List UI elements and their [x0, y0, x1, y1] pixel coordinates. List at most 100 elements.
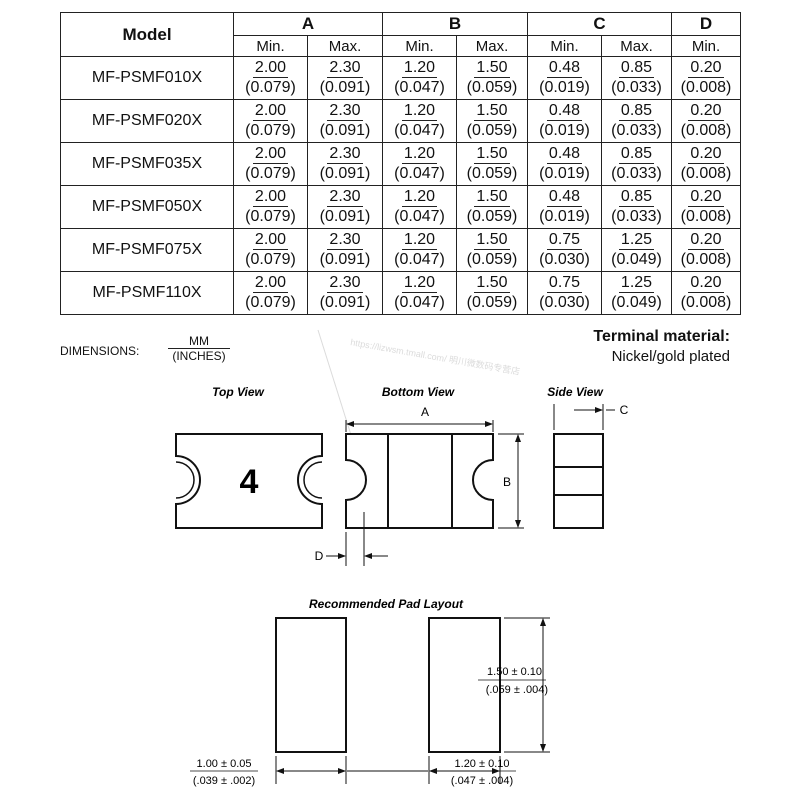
- value-inches: (0.091): [319, 79, 371, 96]
- value-mm: 0.75: [546, 231, 583, 250]
- dim-b-label: B: [503, 475, 511, 489]
- value-mm: 2.00: [252, 231, 289, 250]
- model-header: Model: [60, 12, 234, 57]
- dimension-cell: 1.25(0.049): [601, 228, 672, 272]
- value-inches: (0.059): [466, 208, 518, 225]
- value-inches: (0.047): [394, 294, 445, 311]
- value-inches: (0.033): [611, 208, 662, 225]
- dimension-cell: 1.50(0.059): [456, 56, 528, 100]
- value-inches: (0.047): [394, 79, 445, 96]
- value-mm: 1.20: [401, 59, 438, 78]
- value-inches: (0.079): [245, 208, 296, 225]
- value-mm: 0.20: [688, 102, 724, 121]
- value-inches: (0.019): [539, 208, 590, 225]
- side-view-title: Side View: [547, 385, 603, 399]
- dimension-cell: 0.20(0.008): [671, 271, 741, 315]
- dimension-cell: 0.48(0.019): [527, 56, 602, 100]
- model-name: MF-PSMF050X: [60, 185, 234, 229]
- dimension-cell: 2.30(0.091): [307, 142, 383, 186]
- dimension-cell: 0.20(0.008): [671, 142, 741, 186]
- dimension-cell: 1.20(0.047): [382, 185, 457, 229]
- pad-width-in: (.047 ± .004): [451, 775, 513, 787]
- value-mm: 1.20: [401, 274, 438, 293]
- value-mm: 2.30: [327, 274, 363, 293]
- value-inches: (0.059): [466, 122, 518, 139]
- value-mm: 0.20: [688, 274, 724, 293]
- model-name: MF-PSMF110X: [60, 271, 234, 315]
- dimension-cell: 2.00(0.079): [233, 56, 308, 100]
- value-mm: 1.25: [618, 231, 655, 250]
- value-inches: (0.008): [680, 294, 732, 311]
- dimension-cell: 2.30(0.091): [307, 271, 383, 315]
- value-inches: (0.008): [680, 165, 732, 182]
- value-inches: (0.059): [466, 79, 518, 96]
- value-inches: (0.047): [394, 122, 445, 139]
- value-inches: (0.079): [245, 251, 296, 268]
- value-mm: 1.50: [474, 145, 510, 164]
- group-c-header: C: [527, 12, 672, 36]
- value-inches: (0.019): [539, 79, 590, 96]
- value-mm: 2.00: [252, 188, 289, 207]
- value-mm: 0.48: [546, 145, 583, 164]
- value-mm: 0.75: [546, 274, 583, 293]
- dimension-cell: 2.00(0.079): [233, 142, 308, 186]
- value-inches: (0.019): [539, 122, 590, 139]
- value-inches: (0.059): [466, 165, 518, 182]
- value-mm: 1.20: [401, 231, 438, 250]
- dimension-cell: 0.85(0.033): [601, 185, 672, 229]
- dimension-cell: 0.20(0.008): [671, 56, 741, 100]
- value-mm: 0.48: [546, 188, 583, 207]
- value-inches: (0.059): [466, 294, 518, 311]
- value-inches: (0.033): [611, 79, 662, 96]
- value-mm: 2.30: [327, 145, 363, 164]
- dim-c-label: C: [620, 403, 629, 417]
- value-mm: 1.20: [401, 145, 438, 164]
- value-inches: (0.079): [245, 294, 296, 311]
- terminal-value: Nickel/gold plated: [611, 348, 730, 365]
- value-mm: 2.00: [252, 59, 289, 78]
- model-name: MF-PSMF020X: [60, 99, 234, 143]
- value-mm: 0.85: [618, 145, 655, 164]
- dimension-cell: 1.50(0.059): [456, 271, 528, 315]
- value-mm: 0.85: [618, 59, 655, 78]
- value-mm: 1.50: [474, 188, 510, 207]
- dim-d-label: D: [315, 549, 324, 563]
- dimension-cell: 2.30(0.091): [307, 185, 383, 229]
- unit-mm: MM: [168, 334, 230, 349]
- dimension-cell: 1.20(0.047): [382, 56, 457, 100]
- dim-a-label: A: [421, 405, 429, 419]
- dimension-cell: 2.00(0.079): [233, 228, 308, 272]
- pad-right: [428, 617, 501, 753]
- value-inches: (0.033): [611, 122, 662, 139]
- value-mm: 1.20: [401, 188, 438, 207]
- pad-height-in: (.059 ± .004): [486, 684, 548, 696]
- dimension-cell: 1.50(0.059): [456, 185, 528, 229]
- value-inches: (0.008): [680, 251, 732, 268]
- value-mm: 0.20: [688, 59, 724, 78]
- dimension-cell: 1.20(0.047): [382, 228, 457, 272]
- value-inches: (0.008): [680, 79, 732, 96]
- value-inches: (0.091): [319, 165, 371, 182]
- value-inches: (0.049): [611, 294, 662, 311]
- terminal-note: Terminal material: Nickel/gold plated: [593, 328, 730, 365]
- c-max-header: Max.: [601, 35, 672, 57]
- value-mm: 2.00: [252, 274, 289, 293]
- value-mm: 1.50: [474, 231, 510, 250]
- value-mm: 2.00: [252, 102, 289, 121]
- dimension-cell: 0.20(0.008): [671, 185, 741, 229]
- dimension-cell: 1.25(0.049): [601, 271, 672, 315]
- terminal-heading: Terminal material:: [593, 328, 730, 345]
- dimension-cell: 1.50(0.059): [456, 228, 528, 272]
- pad-layout-title: Recommended Pad Layout: [309, 597, 464, 611]
- side-view: C: [553, 403, 629, 529]
- value-inches: (0.079): [245, 79, 296, 96]
- value-mm: 0.48: [546, 59, 583, 78]
- model-name: MF-PSMF010X: [60, 56, 234, 100]
- value-mm: 2.30: [327, 59, 363, 78]
